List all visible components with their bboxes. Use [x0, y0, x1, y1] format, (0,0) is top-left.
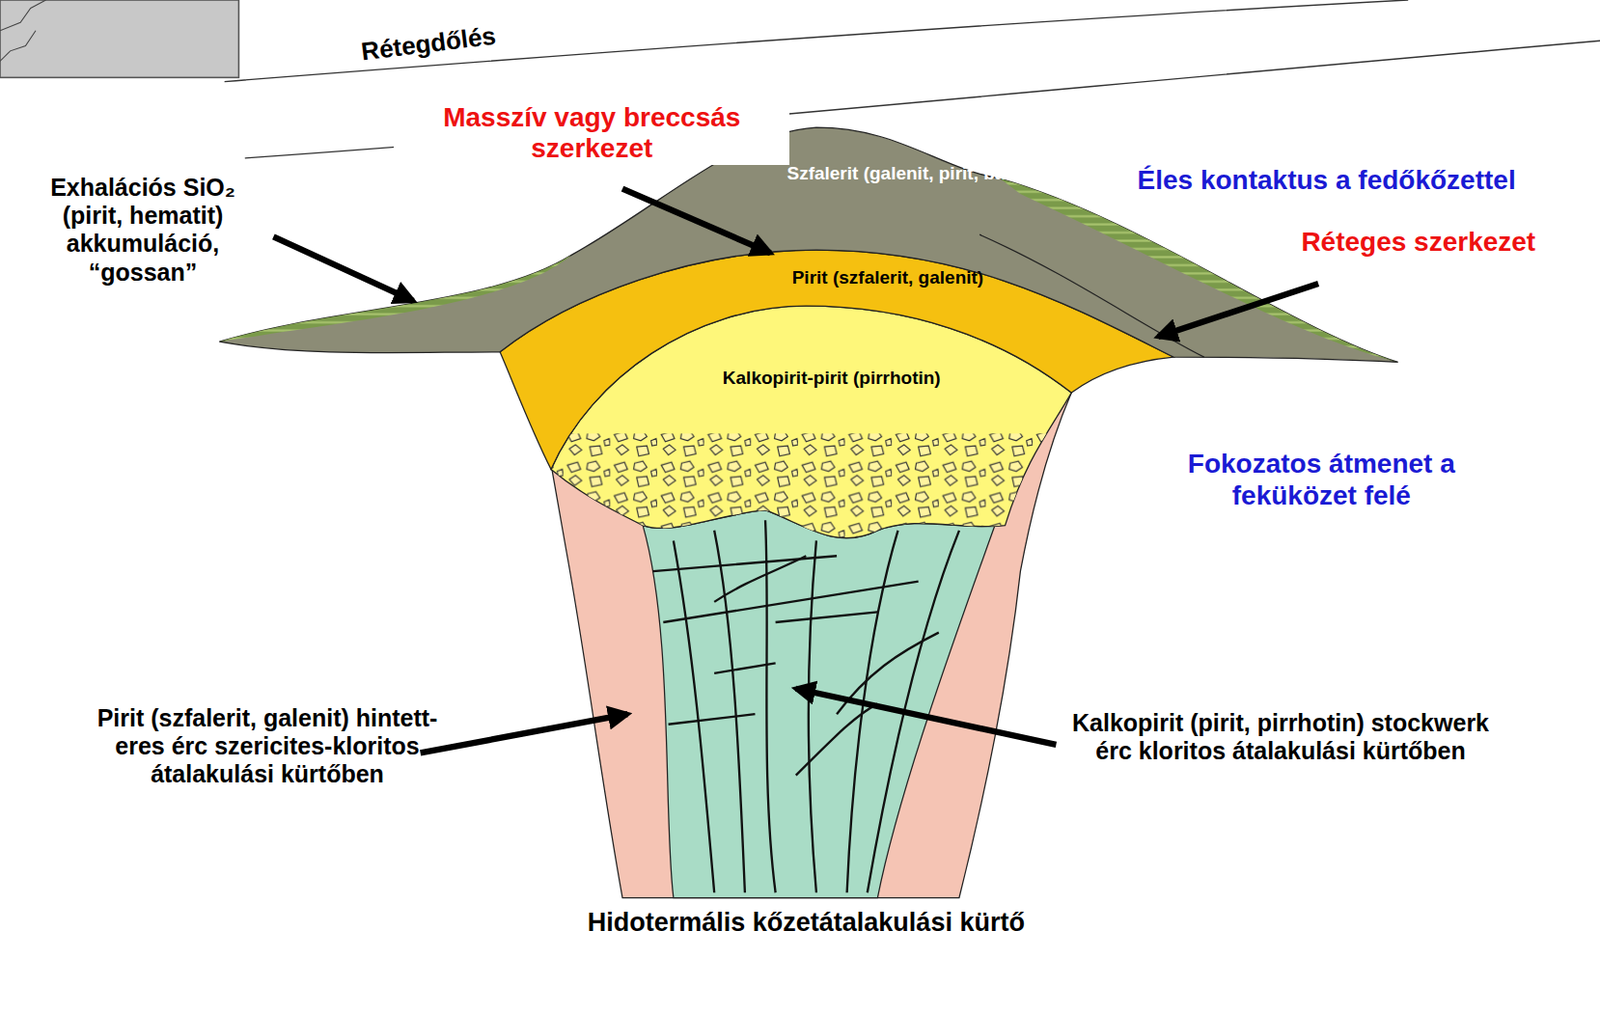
exhalative-label: Exhalációs SiO₂ (pirit, hematit) akkumul…	[20, 173, 266, 287]
pipe-title: Hidotermális kőzetátalakulási kürtő	[586, 908, 1026, 939]
layered-label: Réteges szerkezet	[1300, 226, 1536, 259]
strata-dip-label: Rétegdőlés	[359, 20, 498, 66]
layer-text: Szfalerit (galenit, pirit, barit)	[780, 163, 1036, 185]
sphalerite-layer: Szfalerit (galenit, pirit, barit)	[780, 163, 1036, 185]
layer-text: Pirit (szfalerit, galenit)	[765, 267, 1011, 289]
stockwerk-label: Kalkopirit (pirit, pirrhotin) stockwerk …	[1061, 709, 1501, 767]
pyrite-layer: Pirit (szfalerit, galenit)	[765, 267, 1011, 289]
texture-label: Masszív vagy breccsás szerkezet	[393, 102, 790, 166]
contact-label: Éles kontaktus a fedőkőzettel	[1137, 165, 1517, 197]
disseminated-ore-label: Pirit (szfalerit, galenit) hintett-eres …	[78, 704, 456, 790]
chalcopyrite-layer: Kalkopirit-pirit (pirrhotin)	[718, 367, 944, 389]
layer-text: Kalkopirit-pirit (pirrhotin)	[718, 367, 944, 389]
transition-label: Fokozatos átmenet a feküközet felé	[1173, 448, 1470, 513]
